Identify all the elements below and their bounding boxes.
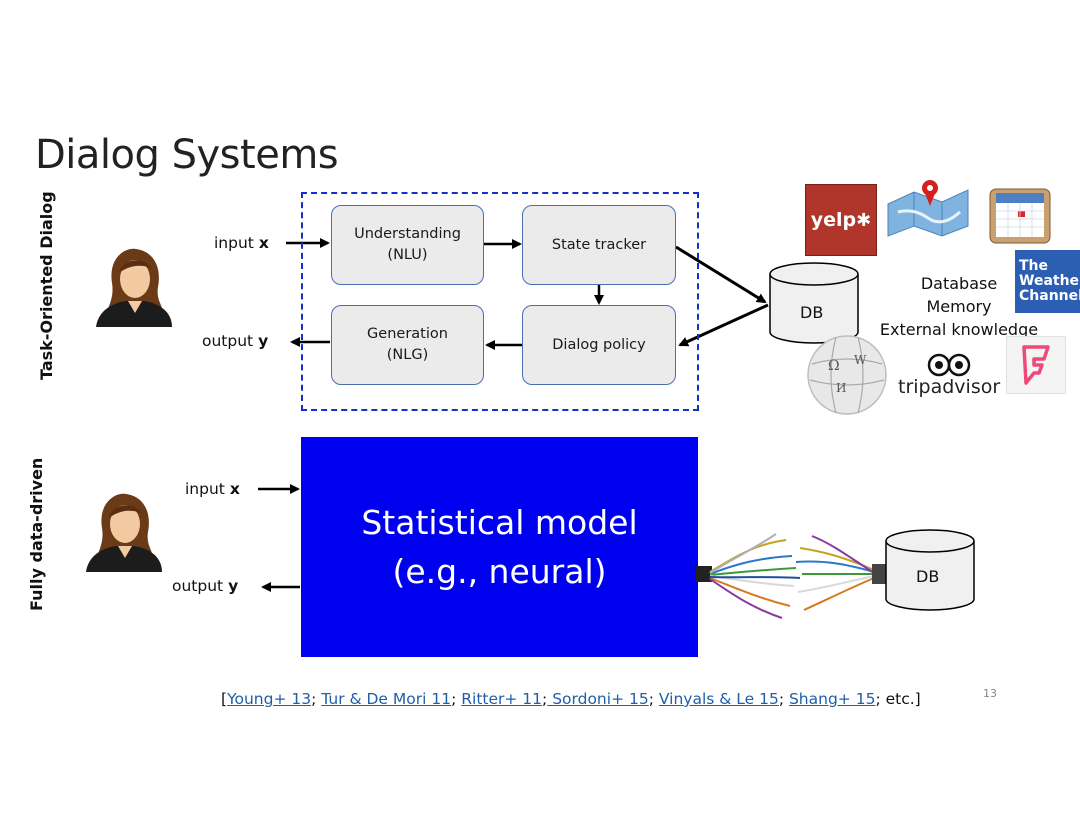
statistical-model-subtitle: (e.g., neural) — [392, 552, 607, 591]
state-tracker-label: State tracker — [551, 236, 647, 253]
ref-tur-link[interactable]: Tur & De Mori 11 — [321, 690, 452, 708]
user-avatar-top-icon — [96, 248, 172, 327]
ref-ritter-link[interactable]: Ritter+ 11 — [461, 690, 543, 708]
arrow-db-to-policy — [678, 303, 769, 347]
top-input-label: input x — [214, 234, 269, 252]
bottom-input-label: input x — [185, 480, 240, 498]
arrow-tracker-to-db — [675, 245, 767, 304]
statistical-model-box: Statistical model (e.g., neural) — [301, 437, 698, 657]
slide-title: Dialog Systems — [35, 132, 339, 178]
calendar-icon — [989, 188, 1051, 244]
nlu-abbrev: (NLU) — [387, 247, 428, 263]
nlu-label: Understanding — [354, 226, 461, 242]
db-cylinder-bottom-icon — [885, 529, 975, 611]
top-output-var: y — [258, 332, 269, 350]
ref-vinyals-link[interactable]: Vinyals & Le 15 — [658, 690, 779, 708]
bottom-output-var: y — [228, 577, 239, 595]
nlg-box: Generation (NLG) — [331, 305, 484, 385]
nlu-box: Understanding (NLU) — [331, 205, 484, 285]
state-tracker-box: State tracker — [522, 205, 676, 285]
svg-text:W: W — [854, 353, 867, 367]
statistical-model-title: Statistical model — [361, 503, 638, 542]
svg-text:И: И — [836, 381, 846, 395]
db-top-label: DB — [800, 303, 824, 322]
weather-channel-logo-icon: The Weather Channel — [1015, 250, 1080, 313]
db-cylinder-top-icon — [769, 262, 859, 344]
db-bottom-label: DB — [916, 567, 940, 586]
ref-sordoni-link[interactable]: Sordoni+ 15 — [547, 690, 649, 708]
references-line: [Young+ 13; Tur & De Mori 11; Ritter+ 11… — [221, 690, 921, 708]
ref-shang-link[interactable]: Shang+ 15 — [788, 690, 876, 708]
top-input-var: x — [258, 234, 269, 252]
frayed-cable-icon — [696, 533, 886, 619]
svg-text:Ω: Ω — [828, 358, 840, 374]
tripadvisor-owl-icon — [927, 353, 971, 377]
knowledge-external: External knowledge — [879, 320, 1039, 339]
knowledge-memory: Memory — [926, 297, 992, 316]
nlg-abbrev: (NLG) — [386, 347, 429, 363]
dialog-policy-label: Dialog policy — [552, 336, 646, 353]
knowledge-sources-text: Database Memory External knowledge — [879, 272, 1039, 341]
foursquare-logo-icon — [1006, 336, 1066, 394]
knowledge-database: Database — [920, 274, 998, 293]
top-output-label: output y — [202, 332, 269, 350]
user-avatar-bottom-icon — [86, 493, 162, 572]
page-number: 13 — [983, 687, 997, 700]
bottom-input-var: x — [229, 480, 240, 498]
dialog-policy-box: Dialog policy — [522, 305, 676, 385]
tripadvisor-logo-text: tripadvisor — [898, 376, 1001, 398]
yelp-logo-icon: yelp✱ — [805, 184, 877, 256]
wikipedia-globe-icon: Ω W И — [807, 335, 887, 415]
bottom-output-label: output y — [172, 577, 239, 595]
pipeline-boundary — [301, 192, 699, 411]
nlg-label: Generation — [367, 326, 448, 342]
map-pin-icon — [887, 180, 969, 237]
ref-young-link[interactable]: Young+ 13 — [227, 690, 312, 708]
